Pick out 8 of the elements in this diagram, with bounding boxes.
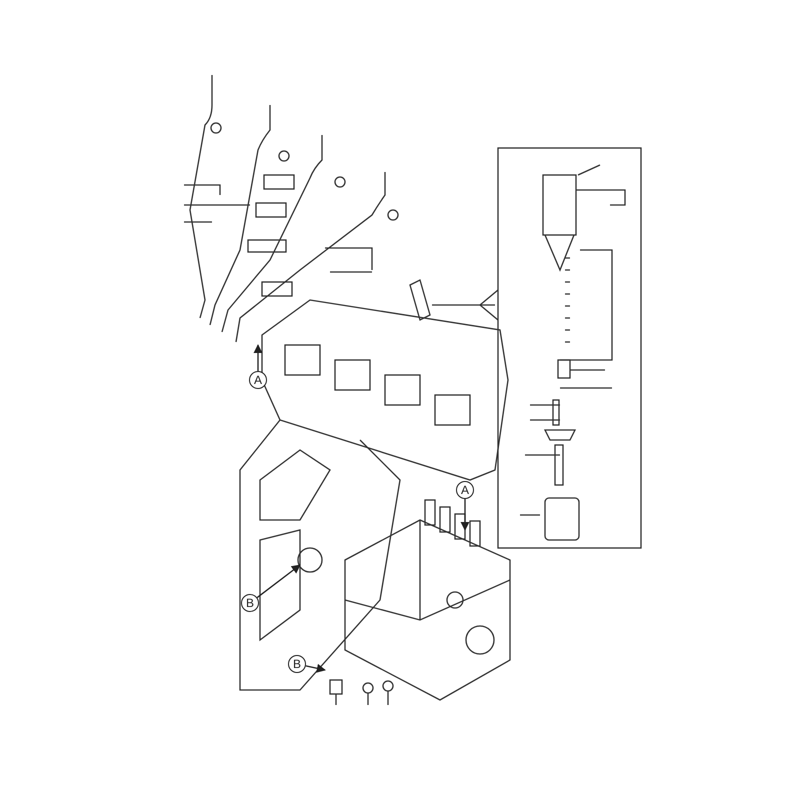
callout-letter: B [241, 594, 259, 612]
leader-arrow [460, 499, 470, 531]
leader-arrow [306, 664, 326, 673]
callout-letter: A [249, 371, 267, 389]
leader-arrow [253, 344, 263, 371]
leader-arrow [256, 564, 301, 598]
callout-letter: B [288, 655, 306, 673]
callout-letter: A [456, 481, 474, 499]
